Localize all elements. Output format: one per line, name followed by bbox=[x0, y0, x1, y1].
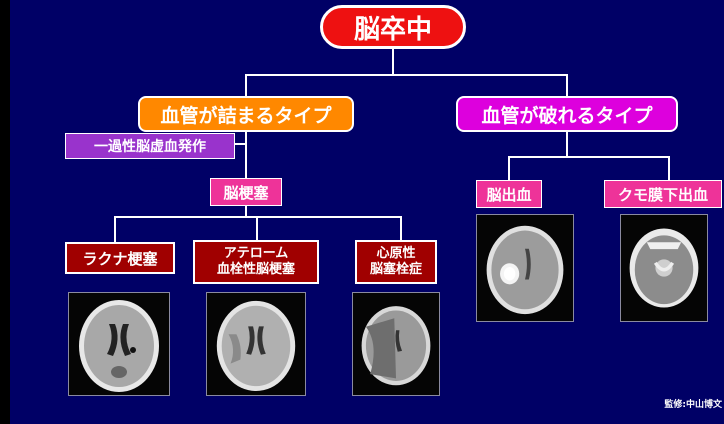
connector-top-horizontal bbox=[245, 74, 568, 76]
stroke-classification-slide: 脳卒中 血管が詰まるタイプ 一過性脳虚血発作 脳梗塞 ラクナ梗塞 アテローム 血… bbox=[10, 0, 724, 424]
ct-scan-lacunar bbox=[68, 292, 170, 396]
occlusive-type-label: 血管が詰まるタイプ bbox=[160, 104, 332, 127]
athero-label-line1: アテローム bbox=[223, 246, 289, 261]
ich-node: 脳出血 bbox=[476, 180, 542, 208]
lacunar-node: ラクナ梗塞 bbox=[65, 242, 175, 274]
rupture-type-label: 血管が破れるタイプ bbox=[481, 104, 653, 127]
cardio-label-line2: 脳塞栓症 bbox=[369, 262, 422, 277]
connector-cardio-up bbox=[400, 216, 402, 242]
connector-tia-bracket bbox=[235, 143, 247, 145]
sah-node: クモ膜下出血 bbox=[604, 180, 722, 208]
connector-infarct-horizontal bbox=[114, 216, 402, 218]
connector-lacunar-up bbox=[114, 216, 116, 242]
ct-scan-subarachnoid bbox=[620, 214, 708, 322]
tia-label: 一過性脳虚血発作 bbox=[94, 139, 206, 155]
connector-ich-up bbox=[508, 156, 510, 180]
infarct-node: 脳梗塞 bbox=[210, 178, 282, 206]
connector-rupture-up bbox=[566, 74, 568, 96]
cardio-label-line1: 心原性 bbox=[376, 246, 416, 261]
lacunar-label: ラクナ梗塞 bbox=[82, 249, 158, 268]
cardio-node: 心原性 脳塞栓症 bbox=[355, 240, 437, 284]
connector-root-down bbox=[392, 48, 394, 76]
connector-rupture-down bbox=[566, 132, 568, 158]
ct-scan-hemorrhage bbox=[476, 214, 574, 322]
sah-label: クモ膜下出血 bbox=[617, 185, 708, 204]
infarct-label: 脳梗塞 bbox=[223, 183, 269, 202]
connector-infarct-down bbox=[245, 206, 247, 218]
occlusive-type-node: 血管が詰まるタイプ bbox=[138, 96, 354, 132]
connector-rupture-horizontal bbox=[508, 156, 670, 158]
athero-node: アテローム 血栓性脳梗塞 bbox=[193, 240, 319, 284]
supervisor-credit: 監修:中山博文 bbox=[664, 400, 722, 410]
athero-label-line2: 血栓性脳梗塞 bbox=[216, 262, 295, 277]
ct-scan-atherothrombotic bbox=[206, 292, 306, 396]
connector-sah-up bbox=[668, 156, 670, 180]
connector-occlusive-to-infarct bbox=[245, 132, 247, 182]
root-label: 脳卒中 bbox=[353, 14, 432, 45]
connector-occlusive-up bbox=[245, 74, 247, 96]
rupture-type-node: 血管が破れるタイプ bbox=[456, 96, 678, 132]
ct-scan-cardioembolic bbox=[352, 292, 440, 396]
ich-label: 脳出血 bbox=[486, 185, 532, 204]
root-node: 脳卒中 bbox=[320, 5, 466, 49]
connector-athero-up bbox=[256, 216, 258, 242]
tia-node: 一過性脳虚血発作 bbox=[65, 133, 235, 159]
